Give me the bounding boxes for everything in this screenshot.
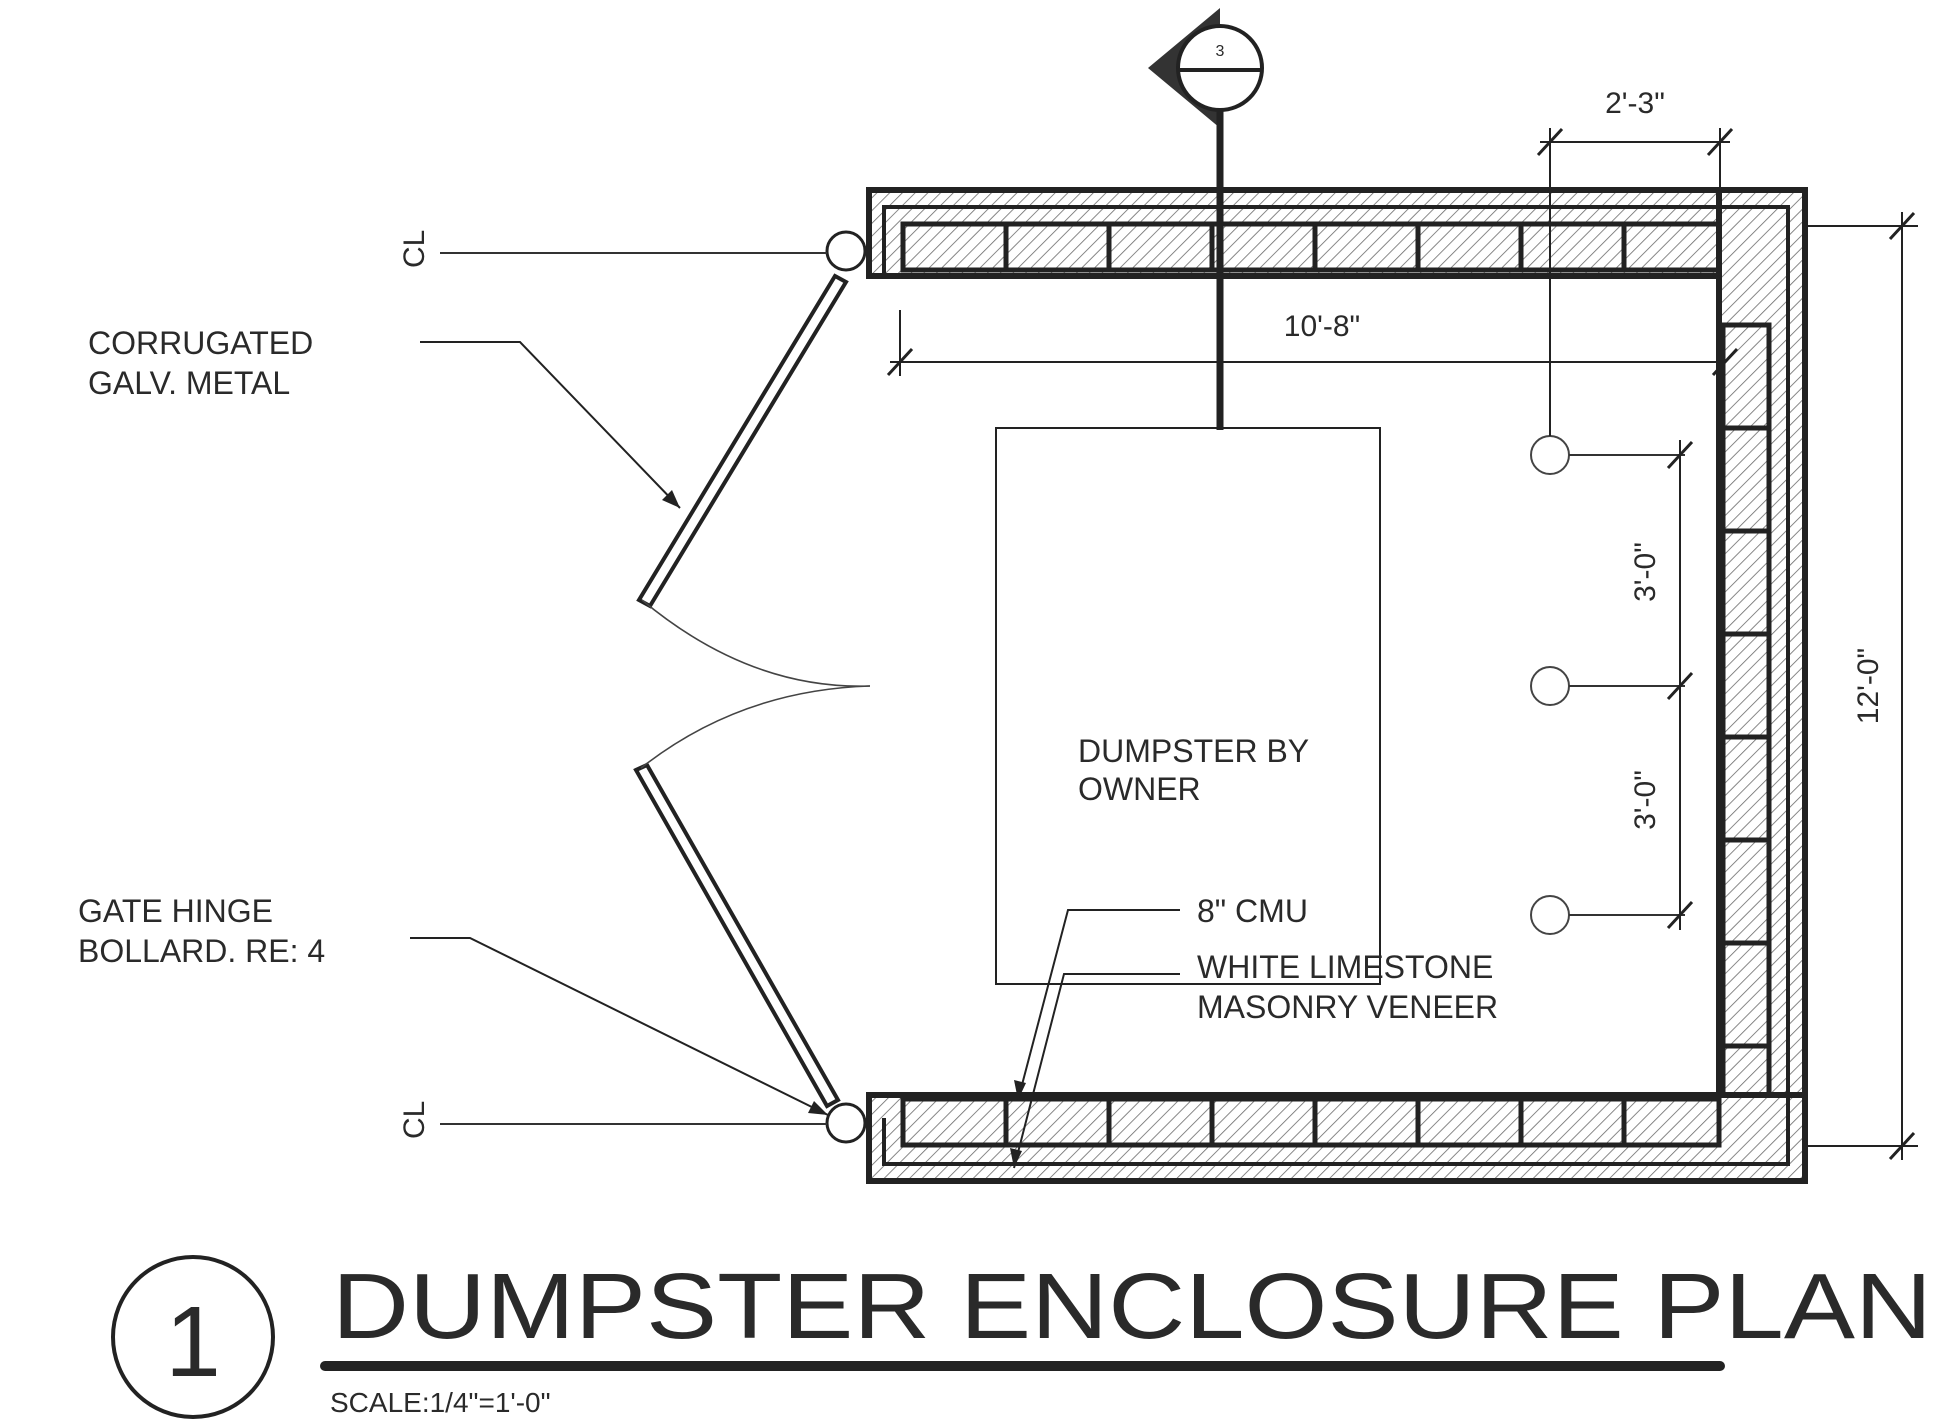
bollard-2 bbox=[1530, 666, 1570, 706]
drawing-title: 1 DUMPSTER ENCLOSURE PLAN SCALE:1/4"=1'-… bbox=[111, 1254, 1932, 1419]
gate-hinge-bollard-bottom bbox=[825, 1102, 867, 1144]
bottom-cmu-joints bbox=[1003, 1099, 1627, 1145]
svg-text:CL: CL bbox=[398, 230, 431, 268]
dimension-bollard-spacing bbox=[1666, 440, 1694, 930]
bottom-wall-cmu bbox=[900, 1096, 1722, 1148]
svg-text:MASONRY VENEER: MASONRY VENEER bbox=[1197, 989, 1498, 1025]
section-marker: 3 bbox=[1148, 8, 1264, 430]
dimension-interior-width-label: 10'-8" bbox=[1284, 310, 1360, 343]
centerline-marker-top: CL bbox=[398, 230, 827, 268]
title-text: DUMPSTER ENCLOSURE PLAN bbox=[332, 1254, 1932, 1358]
dimension-overall-depth-label: 12'-0" bbox=[1852, 648, 1885, 724]
dumpster-label-line1: DUMPSTER BY bbox=[1078, 733, 1309, 769]
svg-text:GATE HINGE: GATE HINGE bbox=[78, 893, 273, 929]
enclosure-walls bbox=[866, 187, 1808, 1184]
note-gate-hinge: GATE HINGE BOLLARD. RE: 4 bbox=[78, 893, 829, 1116]
centerline-marker-bottom: CL bbox=[398, 1101, 827, 1139]
dumpster-label-line2: OWNER bbox=[1078, 771, 1201, 807]
gate-leaf-top bbox=[636, 273, 871, 687]
title-number: 1 bbox=[165, 1286, 221, 1398]
svg-text:CL: CL bbox=[398, 1101, 431, 1139]
dumpster bbox=[995, 427, 1381, 985]
bollard-3 bbox=[1530, 895, 1570, 935]
dimension-top-offset bbox=[1536, 127, 1734, 436]
inner-wall-line bbox=[882, 205, 1790, 1166]
gate-leaf-bottom bbox=[633, 685, 871, 1109]
top-cmu-joints bbox=[1003, 224, 1627, 270]
svg-text:BOLLARD. RE: 4: BOLLARD. RE: 4 bbox=[78, 933, 325, 969]
dimension-overall-depth bbox=[1805, 211, 1918, 1161]
title-scale: SCALE:1/4"=1'-0" bbox=[330, 1387, 551, 1418]
svg-text:8" CMU: 8" CMU bbox=[1197, 893, 1308, 929]
right-cmu-joints bbox=[1723, 425, 1769, 1049]
svg-text:CORRUGATED: CORRUGATED bbox=[88, 325, 313, 361]
note-corrugated: CORRUGATED GALV. METAL bbox=[88, 325, 681, 509]
dimension-interior-width bbox=[886, 310, 1739, 377]
note-cmu: 8" CMU bbox=[1014, 893, 1308, 1101]
bollard-1 bbox=[1530, 435, 1570, 475]
bollards bbox=[1530, 435, 1685, 935]
top-wall-cmu bbox=[900, 221, 1722, 273]
dimension-bollard-spacing-1-label: 3'-0" bbox=[1629, 542, 1662, 602]
gate-hinge-bollard-top bbox=[825, 230, 867, 272]
svg-text:WHITE LIMESTONE: WHITE LIMESTONE bbox=[1197, 949, 1493, 985]
dimension-top-offset-label: 2'-3" bbox=[1605, 87, 1665, 120]
note-veneer: WHITE LIMESTONE MASONRY VENEER bbox=[1010, 949, 1498, 1169]
svg-text:3: 3 bbox=[1216, 43, 1225, 60]
svg-text:GALV. METAL: GALV. METAL bbox=[88, 365, 290, 401]
title-number-circle bbox=[111, 1255, 275, 1419]
dimension-bollard-spacing-2-label: 3'-0" bbox=[1629, 770, 1662, 830]
